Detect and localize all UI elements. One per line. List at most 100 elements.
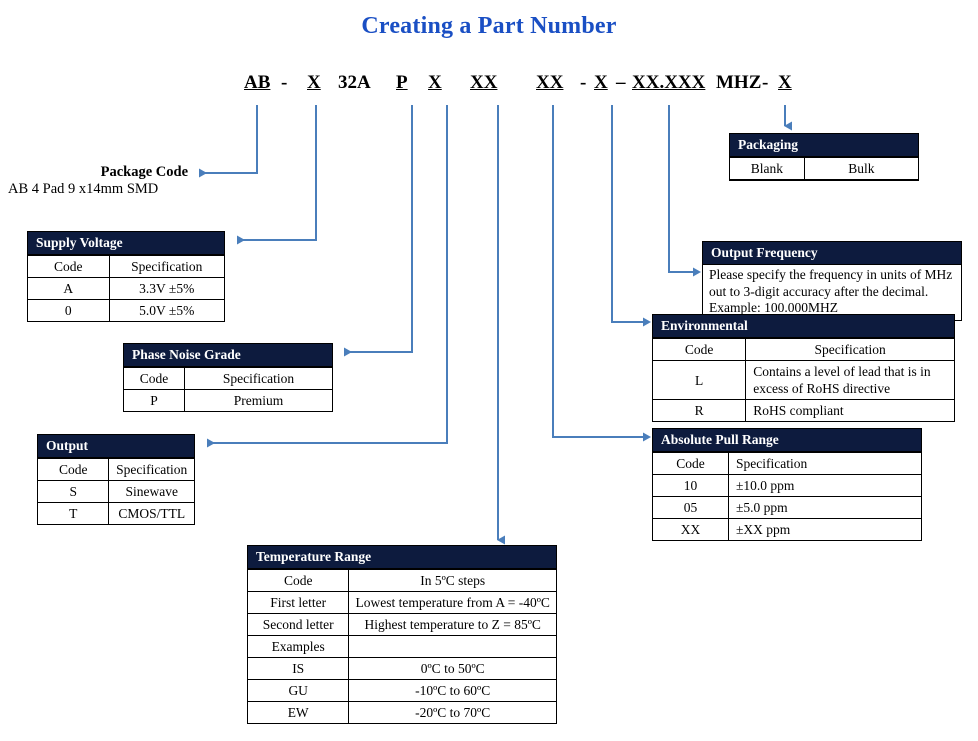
- part-number-token-8: -: [580, 72, 587, 93]
- package-code-description: AB 4 Pad 9 x14mm SMD: [8, 181, 159, 197]
- output-frequency-header: Output Frequency: [703, 242, 961, 265]
- absolute-pull-range-header: Absolute Pull Range: [653, 429, 921, 452]
- column-header-specification: Specification: [184, 367, 332, 390]
- wire-environmental: [611, 105, 651, 327]
- table-row: IS 0ºC to 50ºC: [248, 657, 556, 680]
- table-header-row: Code Specification: [28, 255, 224, 278]
- column-header-specification: Specification: [108, 458, 194, 481]
- output-box: Output Code Specification S Sinewave T C…: [37, 434, 195, 525]
- cell-code: R: [653, 399, 747, 421]
- part-number-token-0: AB: [244, 72, 271, 93]
- cell-spec: Sinewave: [108, 480, 194, 503]
- table-row: XX ±XX ppm: [653, 518, 921, 540]
- output-frequency-box: Output Frequency Please specify the freq…: [702, 241, 962, 321]
- output-table: Code Specification S Sinewave T CMOS/TTL: [38, 458, 194, 524]
- cell-code: S: [38, 480, 110, 503]
- cell-code: Examples: [248, 635, 350, 658]
- output-header: Output: [38, 435, 194, 458]
- cell-spec: Highest temperature to Z = 85ºC: [348, 613, 556, 636]
- cell-spec: ±5.0 ppm: [728, 496, 921, 519]
- cell-code: 0: [28, 299, 110, 321]
- column-header-specification: Specification: [108, 255, 224, 278]
- packaging-box: Packaging Blank Bulk: [729, 133, 919, 181]
- column-header-code: Code: [653, 338, 747, 361]
- table-row: L Contains a level of lead that is in ex…: [653, 360, 954, 400]
- table-row: A 3.3V ±5%: [28, 277, 224, 300]
- table-row: Second letter Highest temperature to Z =…: [248, 613, 556, 636]
- table-header-row: Code Specification: [653, 452, 921, 475]
- supply-voltage-header: Supply Voltage: [28, 232, 224, 255]
- table-row: R RoHS compliant: [653, 399, 954, 421]
- table-row: First letter Lowest temperature from A =…: [248, 591, 556, 614]
- table-header-row: Code Specification: [653, 338, 954, 361]
- cell-spec: -10ºC to 60ºC: [348, 679, 556, 702]
- phase-noise-grade-box: Phase Noise Grade Code Specification P P…: [123, 343, 333, 412]
- column-header-specification: Specification: [728, 452, 921, 475]
- table-header-row: Code Specification: [38, 458, 194, 481]
- cell-code: IS: [248, 657, 350, 680]
- cell-code: GU: [248, 679, 350, 702]
- table-row: Code In 5ºC steps: [248, 569, 556, 592]
- wire-phase-noise: [344, 105, 413, 357]
- table-row: Blank Bulk: [730, 157, 918, 180]
- table-row: Examples: [248, 635, 556, 658]
- temperature-range-header: Temperature Range: [248, 546, 556, 569]
- cell-code: EW: [248, 701, 350, 723]
- cell-spec: RoHS compliant: [745, 399, 954, 421]
- cell-spec: 5.0V ±5%: [108, 299, 224, 321]
- cell-code: Second letter: [248, 613, 350, 636]
- cell-code: L: [653, 360, 747, 400]
- temperature-range-box: Temperature Range Code In 5ºC steps Firs…: [247, 545, 557, 724]
- part-number-token-2: X: [307, 72, 321, 93]
- cell-code: XX: [653, 518, 729, 540]
- cell-spec: ±XX ppm: [728, 518, 921, 540]
- wire-package-code: [199, 105, 258, 178]
- output-frequency-line: Example: 100.000MHZ: [709, 300, 838, 315]
- cell-spec: Contains a level of lead that is in exce…: [745, 360, 954, 400]
- output-frequency-line: Please specify the frequency in units of…: [709, 267, 953, 282]
- cell-spec: Premium: [184, 389, 332, 411]
- table-row: T CMOS/TTL: [38, 502, 194, 524]
- cell-spec: [348, 635, 556, 658]
- part-number-token-7: XX: [536, 72, 564, 93]
- page-title: Creating a Part Number: [361, 13, 617, 39]
- cell-spec: 3.3V ±5%: [108, 277, 224, 300]
- table-row: 0 5.0V ±5%: [28, 299, 224, 321]
- environmental-box: Environmental Code Specification L Conta…: [652, 314, 955, 422]
- table-row: GU -10ºC to 60ºC: [248, 679, 556, 702]
- table-row: S Sinewave: [38, 480, 194, 503]
- column-header-code: Code: [653, 452, 729, 475]
- table-header-row: Code Specification: [124, 367, 332, 390]
- cell-spec: 0ºC to 50ºC: [348, 657, 556, 680]
- environmental-table: Code Specification L Contains a level of…: [653, 338, 954, 421]
- table-row: EW -20ºC to 70ºC: [248, 701, 556, 723]
- cell-spec: ±10.0 ppm: [728, 474, 921, 497]
- packaging-cell-bulk: Bulk: [803, 157, 918, 180]
- packaging-cell-blank: Blank: [730, 157, 805, 180]
- cell-code: P: [124, 389, 185, 411]
- part-number-token-5: X: [428, 72, 442, 93]
- cell-code: First letter: [248, 591, 350, 614]
- table-row: 05 ±5.0 ppm: [653, 496, 921, 519]
- wire-absolute-pull-range: [552, 105, 651, 442]
- cell-code: A: [28, 277, 110, 300]
- column-header-code: Code: [38, 458, 110, 481]
- part-number-token-10: –: [616, 72, 626, 93]
- output-frequency-line: out to 3-digit accuracy after the decima…: [709, 283, 929, 299]
- column-header-specification: Specification: [745, 338, 954, 361]
- part-number-token-6: XX: [470, 72, 498, 93]
- output-frequency-text: Please specify the frequency in units of…: [703, 265, 961, 320]
- part-number-token-12: MHZ: [716, 72, 762, 93]
- wire-supply-voltage: [237, 105, 317, 245]
- table-row: P Premium: [124, 389, 332, 411]
- cell-code: T: [38, 502, 110, 524]
- cell-spec: -20ºC to 70ºC: [348, 701, 556, 723]
- packaging-table: Blank Bulk: [730, 157, 918, 180]
- phase-noise-grade-table: Code Specification P Premium: [124, 367, 332, 411]
- wire-output-frequency: [668, 105, 701, 277]
- cell-spec: In 5ºC steps: [348, 569, 556, 592]
- table-row: 10 ±10.0 ppm: [653, 474, 921, 497]
- column-header-code: Code: [28, 255, 110, 278]
